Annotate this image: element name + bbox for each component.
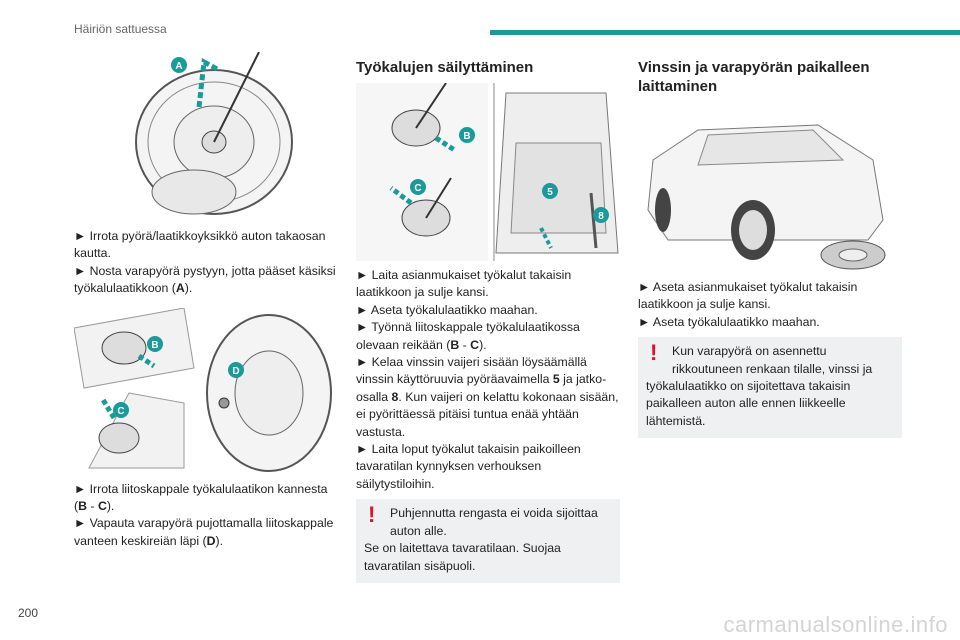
callout-b: B: [151, 340, 158, 351]
paragraph: ► Irrota pyörä/laatikkoyksikkö auton tak…: [74, 229, 326, 261]
page-number: 200: [18, 606, 39, 620]
car-spare-wheel-illustration: [647, 124, 886, 270]
paragraph: ► Kelaa vinssin vaijeri sisään löysäämäl…: [356, 355, 619, 439]
column-1: A ► Irrota pyörä/laatikkoyksikkö auton t…: [74, 52, 336, 550]
spare-wheel-illustration: A: [135, 52, 293, 215]
callout-b: B: [463, 131, 470, 142]
connector-removal-illustration: B C D: [74, 307, 332, 472]
paragraph: ► Laita asianmukaiset työkalut takaisin …: [356, 268, 572, 300]
warning-note: ! Kun varapyörä on asennettu rikkoutunee…: [638, 337, 902, 439]
watermark: carmanualsonline.info: [723, 612, 948, 637]
section-title: Työkalujen säilyttäminen: [356, 59, 534, 76]
callout-5: 5: [547, 187, 553, 198]
paragraph: ► Aseta työkalulaatikko maahan.: [356, 302, 538, 317]
section-header: Häiriön sattuessa: [74, 22, 167, 36]
paragraph: ► Työnnä liitoskappale työkalulaatikossa…: [356, 320, 580, 352]
tool-storage-illustration: B C 5 8: [356, 83, 619, 261]
column-2: Työkalujen säilyttäminen B C 5 8 ► Laita…: [356, 58, 620, 583]
header-accent-bar: [490, 30, 960, 35]
callout-d: D: [232, 366, 239, 377]
column-3: Vinssin ja varapyörän paikalleen laittam…: [638, 58, 902, 439]
paragraph: ► Aseta asianmukaiset työkalut takaisin …: [638, 280, 858, 312]
callout-c: C: [414, 183, 421, 194]
paragraph: ► Laita loput työkalut takaisin paikoill…: [356, 442, 581, 491]
warning-icon: !: [368, 502, 376, 528]
callout-a: A: [175, 61, 182, 72]
paragraph: ► Nosta varapyörä pystyyn, jotta pääset …: [74, 263, 336, 296]
paragraph: ► Irrota liitoskappale työkalulaatikon k…: [74, 481, 328, 514]
paragraph: ► Aseta työkalulaatikko maahan.: [638, 314, 820, 329]
section-title: Vinssin ja varapyörän paikalleen laittam…: [638, 59, 870, 95]
warning-note: ! Puhjennutta rengasta ei voida sijoitta…: [356, 499, 620, 583]
callout-8: 8: [598, 211, 604, 222]
paragraph: ► Vapauta varapyörä pujottamalla liitosk…: [74, 516, 334, 548]
callout-c: C: [117, 406, 124, 417]
warning-icon: !: [650, 340, 658, 366]
